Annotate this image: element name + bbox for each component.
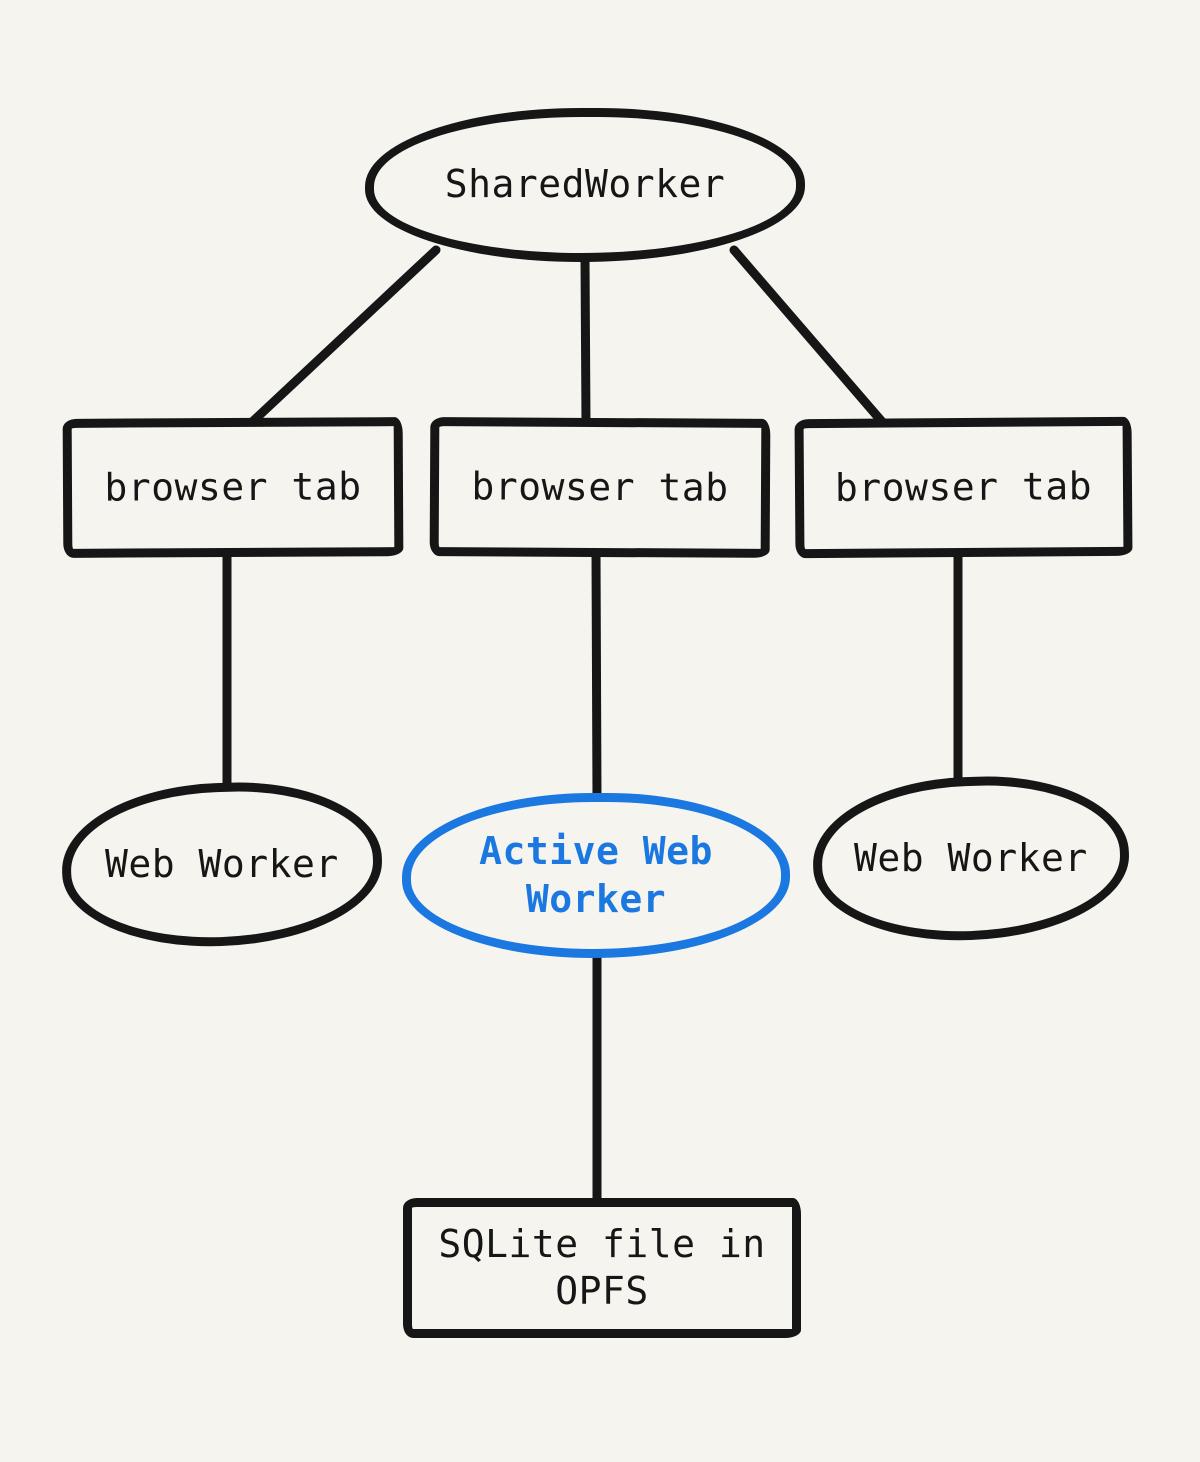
node-active-web-worker: Active Web Worker [402,793,790,958]
node-browser-tab-1-label: browser tab [104,464,362,510]
node-web-worker-right-label: Web Worker [854,835,1088,880]
node-browser-tab-1: browser tab [62,417,404,558]
node-browser-tab-3-label: browser tab [834,463,1093,510]
node-web-worker-left-label: Web Worker [105,841,339,886]
node-sqlite-file-opfs-label: SQLite file in OPFS [438,1221,766,1314]
node-browser-tab-2-label: browser tab [471,464,729,510]
node-active-web-worker-label: Active Web Worker [479,829,713,921]
edge-sharedworker-tab2 [580,253,591,429]
node-shared-worker-label: SharedWorker [444,162,726,207]
edge-tab2-activewebworker [591,548,602,805]
node-browser-tab-2: browser tab [429,417,771,558]
node-shared-worker: SharedWorker [365,108,805,262]
edge-sharedworker-tab3 [729,245,889,429]
edge-sharedworker-tab1 [245,245,441,429]
node-sqlite-file-opfs: SQLite file in OPFS [403,1198,801,1338]
node-browser-tab-3: browser tab [794,416,1133,559]
